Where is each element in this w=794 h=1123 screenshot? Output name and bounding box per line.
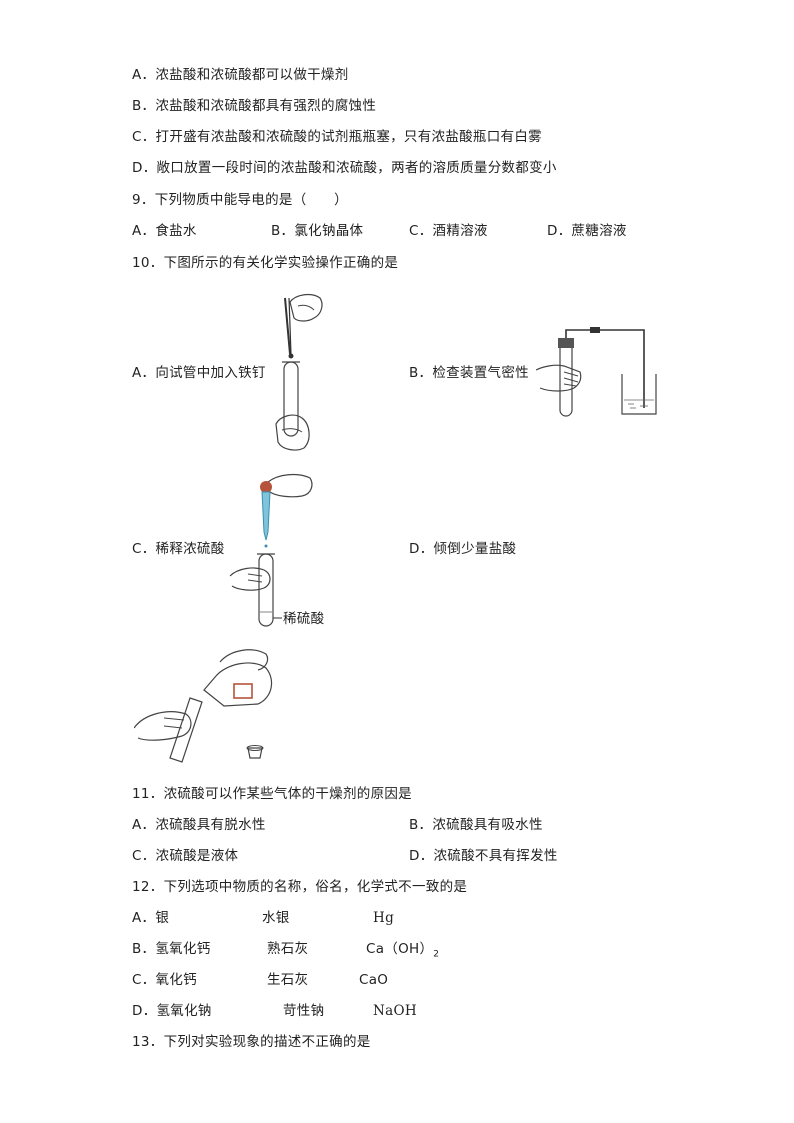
- q9-option-b: B．氯化钠晶体: [271, 223, 364, 239]
- q9-option-d: D．蔗糖溶液: [547, 223, 627, 239]
- q11-option-c: C．浓硫酸是液体: [132, 848, 239, 864]
- q12-row-c-option: C．氧化钙: [132, 972, 197, 988]
- q8-option-d: D．敞口放置一段时间的浓盐酸和浓硫酸，两者的溶质质量分数都变小: [132, 160, 557, 176]
- q12-stem: 12．下列选项中物质的名称，俗名，化学式不一致的是: [132, 879, 468, 895]
- figure-c-dilute-sulfuric-acid: [229, 473, 313, 627]
- q12-row-c-formula: CaO: [359, 972, 389, 988]
- figure-c-label-dilute-acid: 稀硫酸: [283, 611, 325, 627]
- q12-row-c-common-name: 生石灰: [267, 972, 309, 988]
- q12-row-b-common-name: 熟石灰: [267, 941, 309, 957]
- figure-d-pour-hydrochloric-acid: [134, 649, 273, 763]
- q10-option-d: D．倾倒少量盐酸: [409, 541, 517, 557]
- q12-row-d-option: D．氢氧化钠: [132, 1003, 212, 1019]
- q10-option-c: C．稀释浓硫酸: [132, 541, 225, 557]
- q13-stem: 13．下列对实验现象的描述不正确的是: [132, 1034, 371, 1050]
- q8-option-b: B．浓盐酸和浓硫酸都具有强烈的腐蚀性: [132, 98, 377, 114]
- q12-row-b-formula: Ca（OH）2: [366, 941, 440, 960]
- q10-option-a: A．向试管中加入铁钉: [132, 365, 266, 381]
- q9-option-a: A．食盐水: [132, 223, 197, 239]
- q12-row-d-formula: NaOH: [373, 1003, 417, 1019]
- q12-row-d-common-name: 苛性钠: [283, 1003, 325, 1019]
- q9-stem: 9．下列物质中能导电的是（ ）: [132, 192, 348, 208]
- figure-b-check-airtightness: [536, 327, 657, 417]
- q10-stem: 10．下图所示的有关化学实验操作正确的是: [132, 255, 399, 271]
- q9-option-c: C．酒精溶液: [409, 223, 488, 239]
- figure-a-add-iron-nail: [275, 293, 323, 451]
- q11-option-d: D．浓硫酸不具有挥发性: [409, 848, 558, 864]
- q12-row-b-option: B．氢氧化钙: [132, 941, 211, 957]
- q8-option-c: C．打开盛有浓盐酸和浓硫酸的试剂瓶瓶塞，只有浓盐酸瓶口有白雾: [132, 129, 542, 145]
- q8-option-a: A．浓盐酸和浓硫酸都可以做干燥剂: [132, 67, 349, 83]
- q12-row-a-formula: Hg: [373, 910, 395, 926]
- q12-row-b-subscript: 2: [433, 949, 440, 960]
- q11-option-b: B．浓硫酸具有吸水性: [409, 817, 543, 833]
- q12-row-a-option: A．银: [132, 910, 170, 926]
- q11-stem: 11．浓硫酸可以作某些气体的干燥剂的原因是: [132, 786, 412, 802]
- q11-option-a: A．浓硫酸具有脱水性: [132, 817, 266, 833]
- q12-row-a-common-name: 水银: [262, 910, 290, 926]
- q10-option-b: B．检查装置气密性: [409, 365, 529, 381]
